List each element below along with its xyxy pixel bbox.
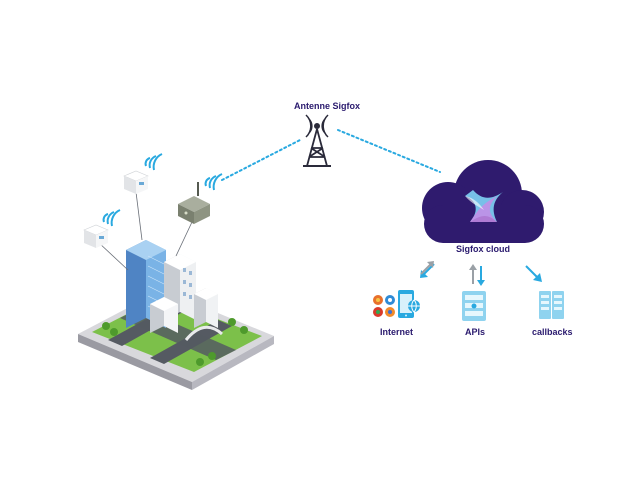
sensor-device-icon [123,170,149,194]
antenna-label: Antenne Sigfox [294,101,361,111]
link-antenna-to-cloud [337,129,441,173]
leader-sensor-1 [97,241,129,271]
cloud-icon [422,160,544,243]
building-small [150,297,178,333]
output-label-internet: Internet [380,327,414,337]
leader-sensor-2 [135,191,143,241]
browser-icon [385,307,395,317]
output-label-apis: APIs [465,327,486,337]
cloud-label: Sigfox cloud [456,244,510,254]
building-right [194,288,218,328]
gateway-device-icon [178,182,210,224]
browser-icon [385,295,395,305]
wifi-signal-icon [204,173,223,191]
browser-icon [373,307,383,317]
arrow-cloud-apis [469,264,485,286]
sigfox-logo-icon [465,190,503,222]
globe-icon [408,299,420,313]
sensor-device-icon [83,224,109,248]
server-icon-apis [462,291,486,321]
server-icon-callbacks [539,291,564,319]
browser-icon [373,295,383,305]
link-gateway-to-antenna [221,139,301,181]
wifi-signal-icon [102,209,121,227]
arrow-cloud-callbacks [525,265,542,282]
radio-tower-icon [303,114,331,167]
arrow-cloud-internet [420,261,435,278]
city-illustration [78,240,274,390]
browser-icons [373,295,395,317]
leader-gateway [175,221,193,257]
output-label-callbacks: callbacks [532,327,573,337]
wifi-signal-icon [144,153,163,171]
